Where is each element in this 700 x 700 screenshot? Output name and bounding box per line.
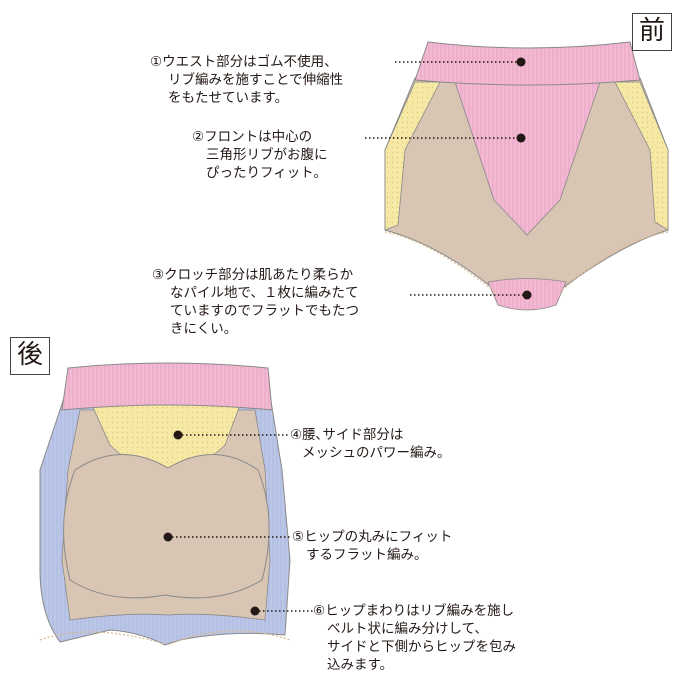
back-label: 後 xyxy=(10,337,50,375)
callout-dot-2 xyxy=(516,133,526,143)
note-side-mesh: ④腰､サイド部分は メッシュのパワー編み。 xyxy=(290,427,451,461)
note-hip-flat: ⑤ヒップの丸みにフィット するフラット編み。 xyxy=(292,529,453,563)
note-front-triangle: ②フロントは中心の 三角形リブがお腹に ぴったりフィット。 xyxy=(192,129,328,181)
note-crotch: ③クロッチ部分は肌あたり柔らか なパイル地で、１枚に編みたて ていますのでフラッ… xyxy=(152,267,359,337)
back-waistband xyxy=(61,362,273,411)
callout-lines xyxy=(168,61,527,612)
callout-dot-3 xyxy=(522,290,532,300)
back-garment xyxy=(39,362,291,646)
callout-dot-6 xyxy=(250,606,260,616)
callout-dots xyxy=(163,57,532,616)
front-waistband xyxy=(414,41,641,86)
front-lace xyxy=(384,231,669,293)
note-hip-rib: ⑥ヒップまわりはリブ編みを施し ベルト状に編み分けして、 サイドと下側からヒップ… xyxy=(313,603,516,673)
front-garment xyxy=(384,41,669,311)
back-hip-curve xyxy=(63,454,270,599)
callout-dot-1 xyxy=(516,57,526,67)
note-waistband: ①ウエスト部分はゴム不使用、 リブ編みを施すことで伸縮性 をもたせています。 xyxy=(150,54,344,106)
callout-dot-4 xyxy=(173,430,183,440)
back-lace xyxy=(39,630,291,645)
callout-dot-5 xyxy=(163,532,173,542)
front-label: 前 xyxy=(632,13,672,51)
